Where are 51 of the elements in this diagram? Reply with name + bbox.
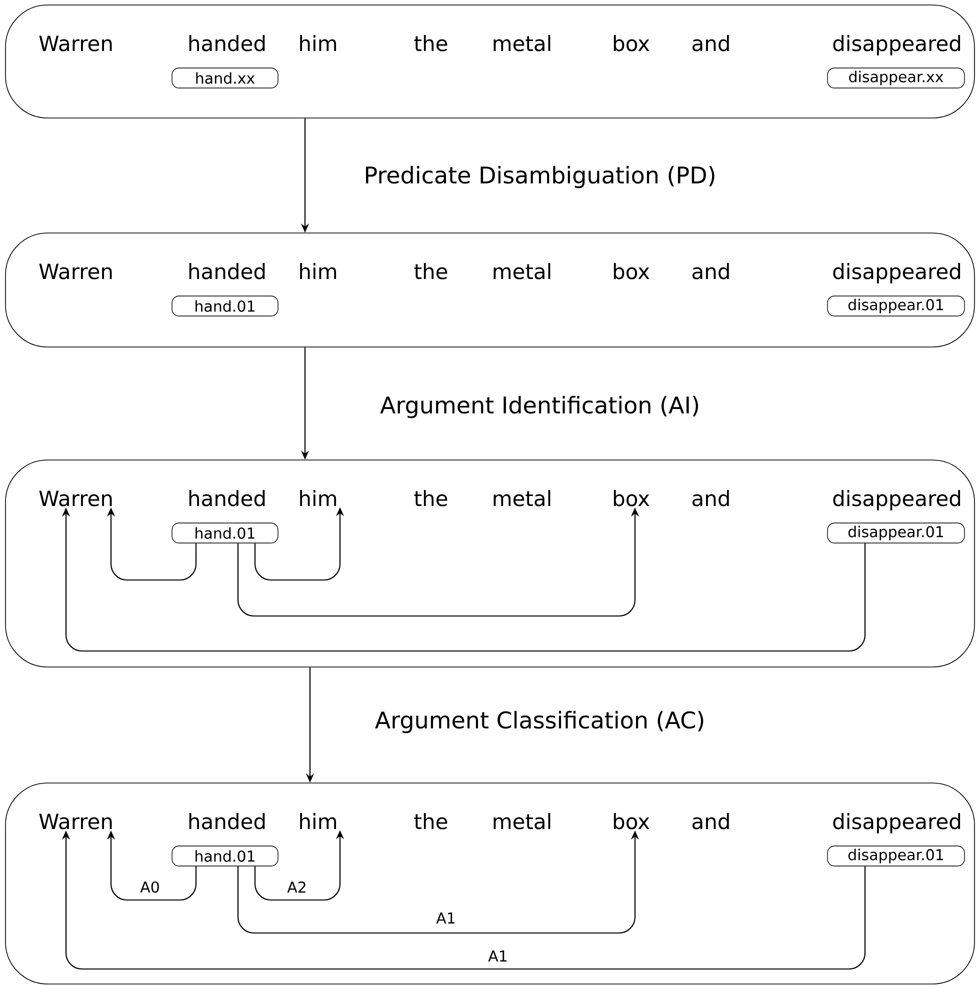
word: disappeared	[833, 490, 960, 510]
word: him	[300, 813, 336, 829]
word: metal	[494, 813, 550, 830]
word: handed	[189, 490, 265, 506]
word: handed	[189, 263, 265, 280]
predicate-tag: hand.01	[172, 522, 278, 544]
word: metal	[494, 490, 550, 506]
word: the	[414, 263, 448, 280]
predicate-tag: disappear.01	[827, 522, 965, 544]
panel-box	[5, 460, 975, 668]
predicate-tag: disappear.xx	[827, 68, 965, 88]
word: him	[300, 35, 336, 51]
word: the	[414, 813, 448, 830]
word: box	[614, 490, 650, 506]
edge-label: A1	[436, 912, 455, 924]
panel-box	[5, 782, 975, 984]
word: him	[300, 263, 336, 279]
word: and	[692, 813, 729, 830]
word: handed	[189, 813, 265, 830]
word: and	[692, 490, 729, 506]
panel-box	[5, 232, 975, 348]
predicate-tag: hand.01	[172, 846, 278, 866]
predicate-tag: hand.01	[172, 296, 278, 316]
word: box	[614, 35, 650, 52]
word: metal	[494, 35, 550, 52]
word: the	[414, 35, 448, 52]
step-label: Argument Identification (AI)	[380, 396, 698, 418]
word: disappeared	[833, 35, 960, 56]
edge-label: A1	[488, 950, 506, 962]
word: disappeared	[833, 263, 960, 284]
edge-label: A2	[287, 881, 306, 893]
edge-label: A0	[140, 881, 159, 893]
predicate-tag: hand.xx	[172, 68, 278, 88]
step-label: Argument Classification (AC)	[375, 710, 704, 734]
word: box	[614, 813, 650, 830]
word: Warren	[39, 36, 112, 52]
word: Warren	[39, 814, 112, 830]
word: the	[414, 490, 448, 506]
step-label: Predicate Disambiguation (PD)	[366, 166, 714, 188]
word: Warren	[39, 264, 112, 280]
word: handed	[189, 35, 265, 52]
predicate-tag: disappear.01	[827, 846, 965, 866]
predicate-tag: disappear.01	[827, 296, 965, 316]
word: and	[692, 35, 729, 52]
word: box	[614, 263, 650, 280]
word: metal	[494, 263, 550, 280]
word: him	[300, 490, 336, 506]
word: disappeared	[833, 813, 960, 834]
word: Warren	[39, 490, 112, 506]
panel-box	[5, 4, 975, 118]
word: and	[692, 263, 729, 280]
